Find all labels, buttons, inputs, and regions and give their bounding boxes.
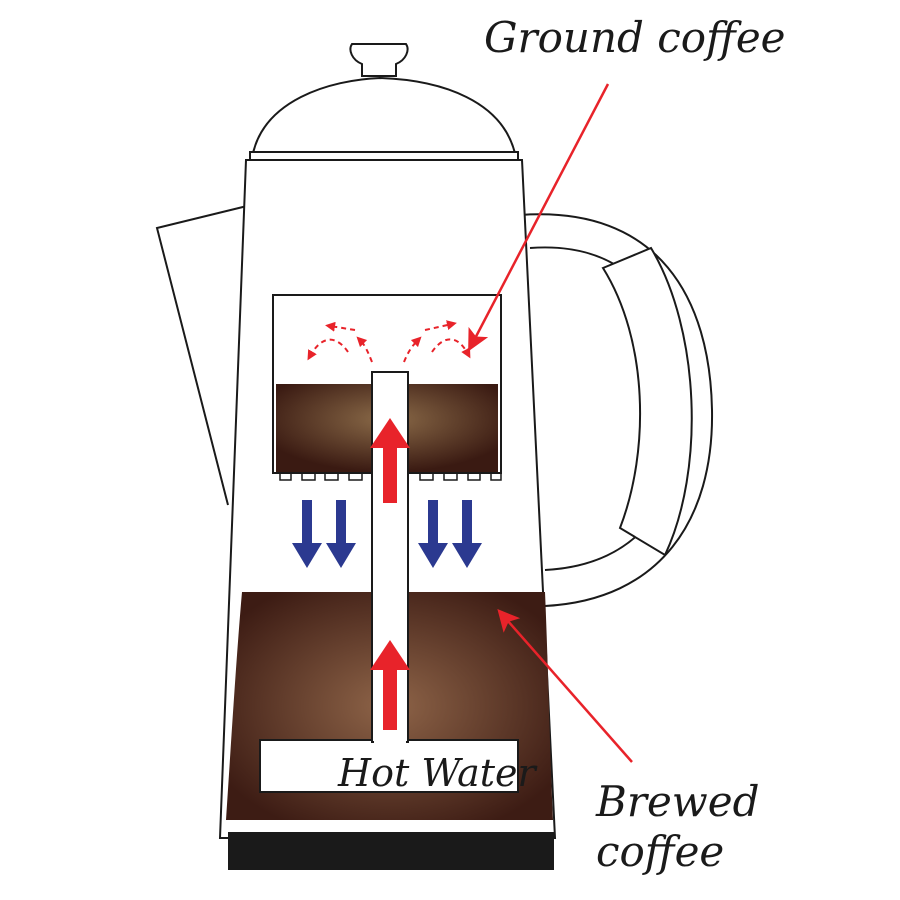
brewed-coffee-label-line1: Brewed: [595, 777, 760, 826]
brewed-coffee-label-line2: coffee: [596, 827, 724, 876]
lid: [249, 43, 519, 161]
hot-water-label: Hot Water: [337, 751, 539, 795]
up-arrow-lower: [370, 640, 410, 730]
ground-coffee-label: Ground coffee: [484, 13, 786, 62]
brewed-coffee-pointer: [497, 608, 633, 763]
spray-arrows: [307, 320, 471, 363]
ground-coffee-pointer: [468, 83, 610, 352]
hot-water-chamber: [259, 739, 519, 793]
down-arrows-right: [418, 500, 482, 568]
up-arrow-upper: [370, 418, 410, 503]
pot-base: [228, 832, 554, 870]
handle: [519, 213, 714, 607]
down-arrows-left: [292, 500, 356, 568]
spout: [155, 205, 248, 506]
